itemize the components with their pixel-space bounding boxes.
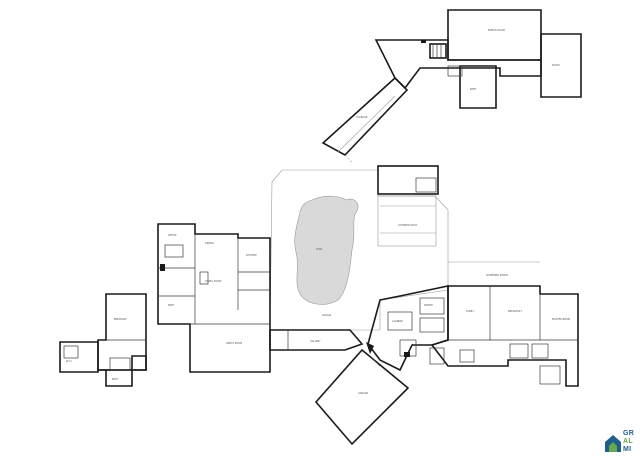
covered-patio <box>377 195 437 247</box>
bath-label: BATH <box>168 304 175 307</box>
west-bedroom <box>97 293 147 371</box>
upper-center-room <box>447 9 542 61</box>
family-label: FAMILY <box>466 310 475 313</box>
main-hall <box>269 329 364 351</box>
pool-house <box>377 165 439 195</box>
gallery-label: GALLERY <box>310 340 321 343</box>
upper-stair <box>429 43 447 59</box>
west-block <box>157 223 271 373</box>
brand-watermark: GR AL MI <box>603 430 637 456</box>
family-area <box>430 285 579 387</box>
upper-bath-label: BATH <box>470 88 477 91</box>
west-wing: BEDROOM BATH W.I.C. <box>59 293 147 387</box>
pantry-label: PANTRY <box>424 304 434 307</box>
watermark-line-1: GR <box>623 430 635 437</box>
upper-center-label: BONUS ROOM <box>488 29 505 32</box>
courtyard-outline <box>269 169 449 331</box>
courtyard: POOL COVERED PATIO <box>269 165 540 331</box>
porch-label: SCREENED PORCH <box>486 274 508 277</box>
hall-label: LOGGIA <box>322 314 332 317</box>
upper-bath <box>459 65 497 109</box>
pool-label: POOL <box>316 248 323 251</box>
laundry-label: LAUNDRY <box>392 320 404 323</box>
master-label: MASTER BDRM <box>552 318 570 321</box>
west-suite <box>59 341 147 387</box>
living-label: LIVING ROOM <box>205 280 221 283</box>
upper-corridor <box>374 39 542 90</box>
garage-label: GARAGE <box>358 392 368 395</box>
office-label: OFFICE <box>168 234 177 237</box>
upper-closet <box>447 65 463 77</box>
watermark-line-2: AL <box>623 438 633 445</box>
upper-east-room <box>540 33 582 98</box>
upper-level: BONUS ROOM BATH ROOM STORAGE <box>321 9 582 163</box>
garage <box>314 348 410 446</box>
watermark-line-3: MI <box>623 446 632 453</box>
pool <box>294 195 359 305</box>
breakfast-label: BREAKFAST <box>508 310 522 313</box>
west-bedroom-label: BEDROOM <box>114 318 126 321</box>
kitchen-label: KITCHEN <box>246 254 257 257</box>
upper-east-label: ROOM <box>552 64 560 67</box>
upper-garage-label: STORAGE <box>356 116 368 119</box>
watermark-text: GR AL MI <box>623 430 634 454</box>
west-bath-label: BATH <box>112 378 119 381</box>
mid-block <box>367 285 449 372</box>
west-closet-label: W.I.C. <box>66 360 73 363</box>
main-floor: DINING LIVING ROOM GREAT ROOM OFFICE BAT… <box>157 223 579 446</box>
house-logo-icon <box>605 435 621 452</box>
patio-label: COVERED PATIO <box>398 224 417 227</box>
great-room-label: GREAT ROOM <box>226 342 242 345</box>
dining-label: DINING <box>205 242 214 245</box>
